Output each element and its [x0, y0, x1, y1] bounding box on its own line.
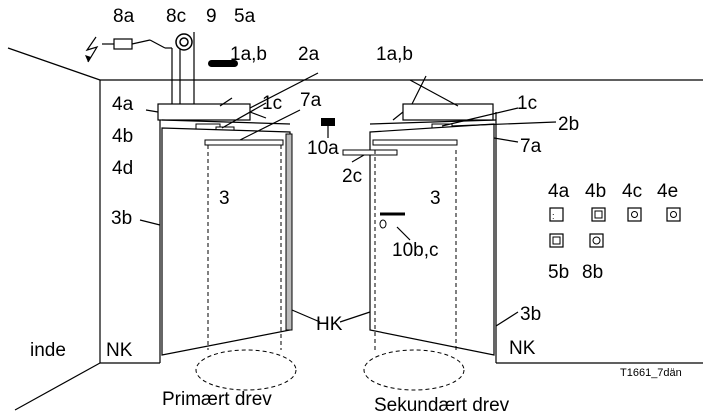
primary-door-leaf	[161, 127, 297, 391]
cables	[149, 32, 195, 105]
label-7a-left: 7a	[300, 90, 322, 111]
secondary-door-leaf	[342, 123, 495, 391]
control-panel: :	[549, 207, 681, 248]
label-4d: 4d	[112, 158, 133, 179]
panel-label-4b: 4b	[585, 181, 606, 202]
label-3b-right: 3b	[520, 304, 541, 325]
label-4a: 4a	[112, 94, 134, 115]
label-10bc: 10b,c	[392, 240, 438, 261]
label-10a: 10a	[307, 138, 339, 159]
label-inde: inde	[30, 340, 66, 361]
lock-10a	[321, 118, 335, 126]
panel-label-4c: 4c	[622, 181, 642, 202]
label-secondary-drive: Sekundært drev	[374, 395, 510, 415]
label-2b: 2b	[558, 114, 579, 135]
sensor-5a-bar	[208, 60, 238, 67]
primary-drive-unit	[157, 103, 291, 132]
label-8a: 8a	[113, 6, 135, 27]
panel-label-4e: 4e	[657, 181, 678, 202]
label-hk: HK	[316, 314, 343, 335]
label-1c-right: 1c	[517, 93, 537, 114]
label-3-right: 3	[430, 188, 441, 209]
svg-text::: :	[552, 211, 555, 221]
label-9: 9	[206, 6, 217, 27]
label-1c-left: 1c	[262, 93, 282, 114]
label-primary-drive: Primært drev	[162, 389, 272, 410]
label-2a: 2a	[298, 44, 320, 65]
label-7a-right: 7a	[520, 136, 542, 157]
label-2c: 2c	[342, 166, 362, 187]
label-1ab-left: 1a,b	[230, 44, 267, 65]
panel-label-4a: 4a	[548, 181, 570, 202]
label-3b-left: 3b	[111, 208, 132, 229]
panel-label-5b: 5b	[548, 262, 569, 283]
label-figure-code: T1661_7dän	[620, 367, 682, 379]
panel-label-8b: 8b	[582, 262, 603, 283]
power-supply-icon	[85, 36, 151, 63]
panel-switch-4a	[549, 207, 564, 222]
key-switch-icon	[175, 33, 193, 51]
label-nk-left: NK	[106, 340, 133, 361]
label-8c: 8c	[166, 6, 186, 27]
wall-outline	[7, 47, 703, 411]
label-3-left: 3	[219, 188, 230, 209]
label-nk-right: NK	[509, 338, 536, 359]
leader-lines	[139, 72, 557, 327]
label-1ab-right: 1a,b	[376, 44, 413, 65]
label-4b-left: 4b	[112, 126, 133, 147]
label-5a: 5a	[234, 6, 256, 27]
